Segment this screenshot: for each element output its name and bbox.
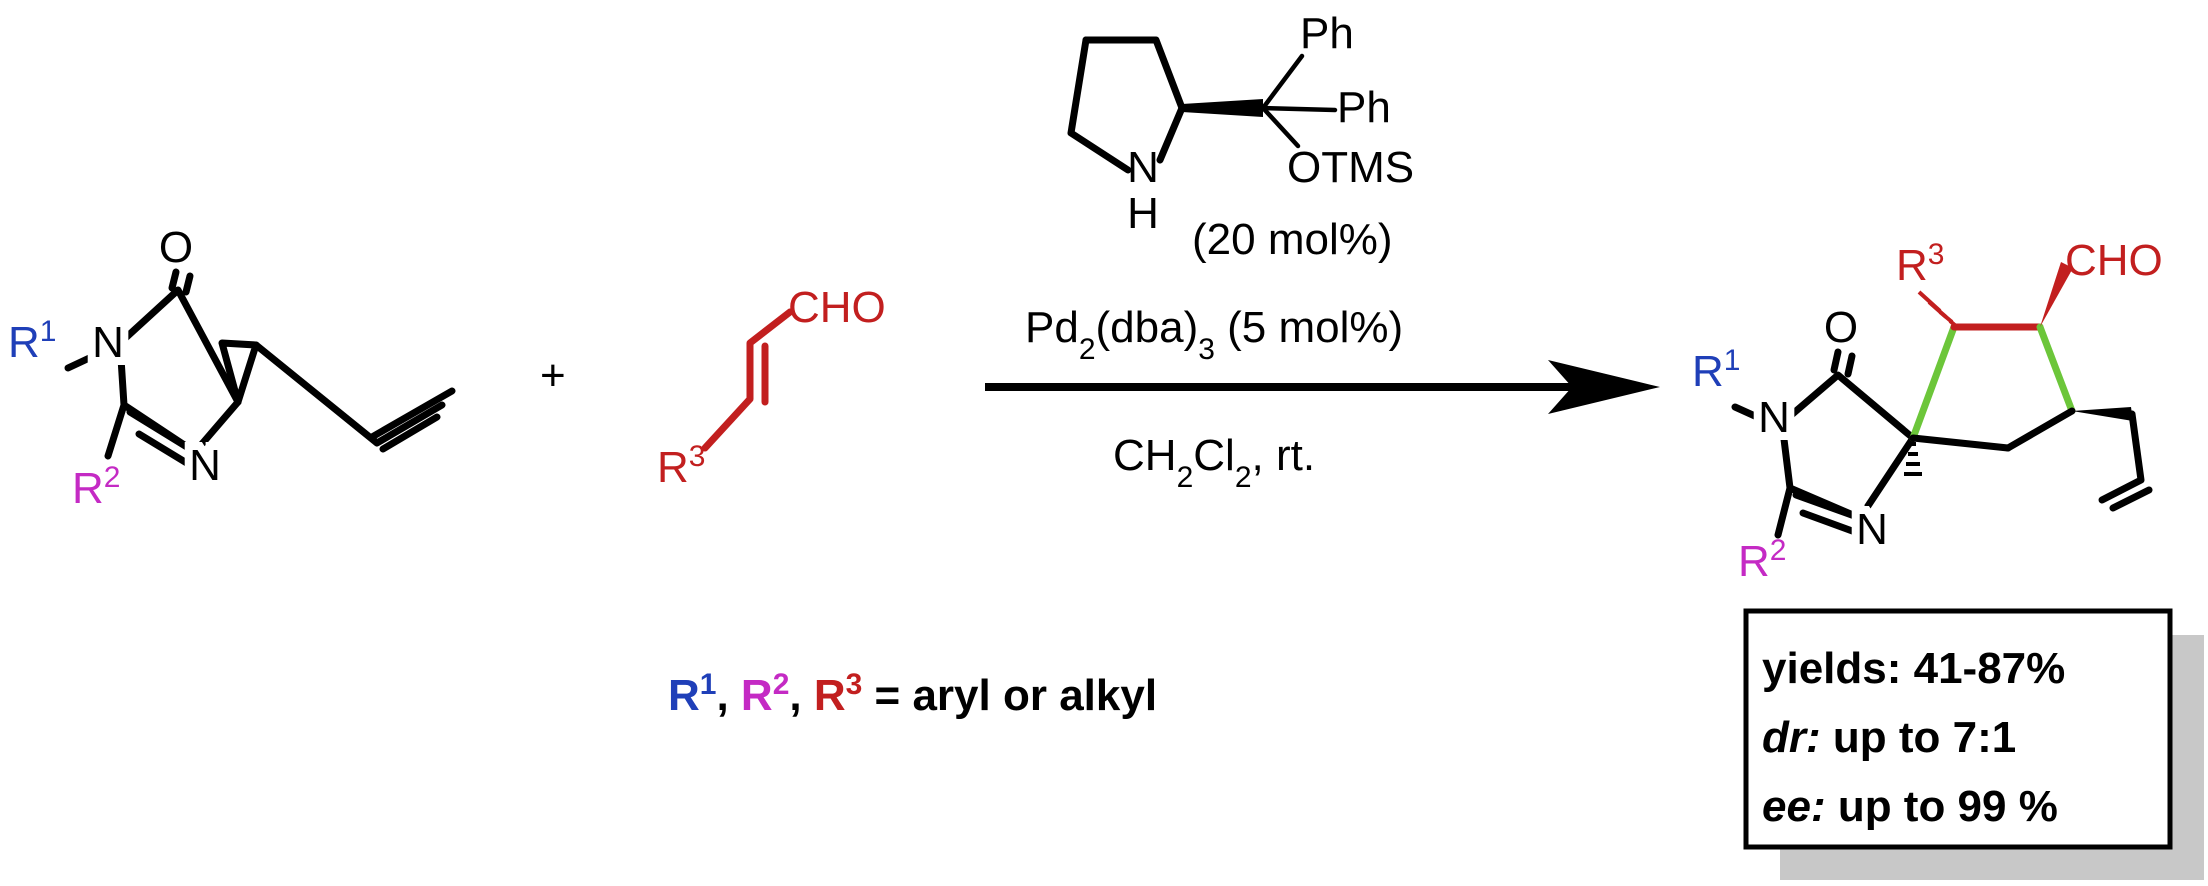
hashed-bond-r3 (1917, 290, 1958, 328)
r3-label: R3 (657, 440, 705, 493)
product-r3-label: R3 (1896, 238, 1944, 291)
dr-text: dr: up to 7:1 (1762, 713, 2016, 762)
plus-sign: + (540, 351, 566, 400)
catalyst-loading: (20 mol%) (1192, 215, 1393, 264)
reactant-enal: CHO R3 (657, 283, 886, 492)
product-imine-n-label: N (1856, 505, 1888, 554)
product-r1-label: R1 (1692, 344, 1740, 397)
results-box-frame (1743, 608, 2173, 850)
ph-label-right: Ph (1337, 83, 1391, 132)
results-box: yields: 41-87% dr: up to 7:1 ee: up to 9… (1743, 608, 2204, 880)
palladium-condition: Pd2(dba)3 (5 mol%) (1025, 303, 1403, 366)
solvent-condition: CH2Cl2, rt. (1113, 431, 1315, 494)
ph-label-top: Ph (1300, 9, 1354, 58)
yields-text: yields: 41-87% (1762, 644, 2065, 693)
catalyst-wedge-bond (1182, 99, 1263, 117)
carbonyl-o-label: O (159, 223, 193, 272)
r2-label: R2 (72, 461, 120, 514)
product-r2-label: R2 (1738, 534, 1786, 587)
enal-cho-label: CHO (788, 283, 886, 332)
wedge-bond-cho (2040, 262, 2073, 327)
imine-n-label: N (189, 441, 221, 490)
wedge-bond-vinyl (2072, 407, 2133, 421)
amide-n-label: N (92, 318, 124, 367)
otms-label: OTMS (1287, 143, 1414, 192)
substituent-legend: R1, R2, R3 = aryl or alkyl (668, 668, 1157, 721)
reaction-arrow-head (1548, 360, 1660, 414)
hashed-bond-spiro (1904, 442, 1922, 476)
catalyst-h-label: H (1127, 189, 1159, 238)
catalyst-structure: Ph Ph N H OTMS (20 mol%) (1067, 9, 1414, 264)
reactant-spiro-cyclopropane: O N N N N R1 R2 (8, 223, 456, 514)
product-carbonyl-o-label: O (1824, 303, 1858, 352)
reaction-conditions: Pd2(dba)3 (5 mol%) CH2Cl2, rt. (985, 303, 1660, 494)
catalyst-n-label: N (1127, 143, 1159, 192)
product-cho-label: CHO (2065, 236, 2163, 285)
product-spirocyclopentane: O N N N N R1 R2 R3 CHO (1692, 236, 2163, 586)
product-amide-n-label: N (1758, 393, 1790, 442)
ee-text: ee: up to 99 % (1762, 782, 2058, 831)
r1-label: R1 (8, 315, 56, 368)
